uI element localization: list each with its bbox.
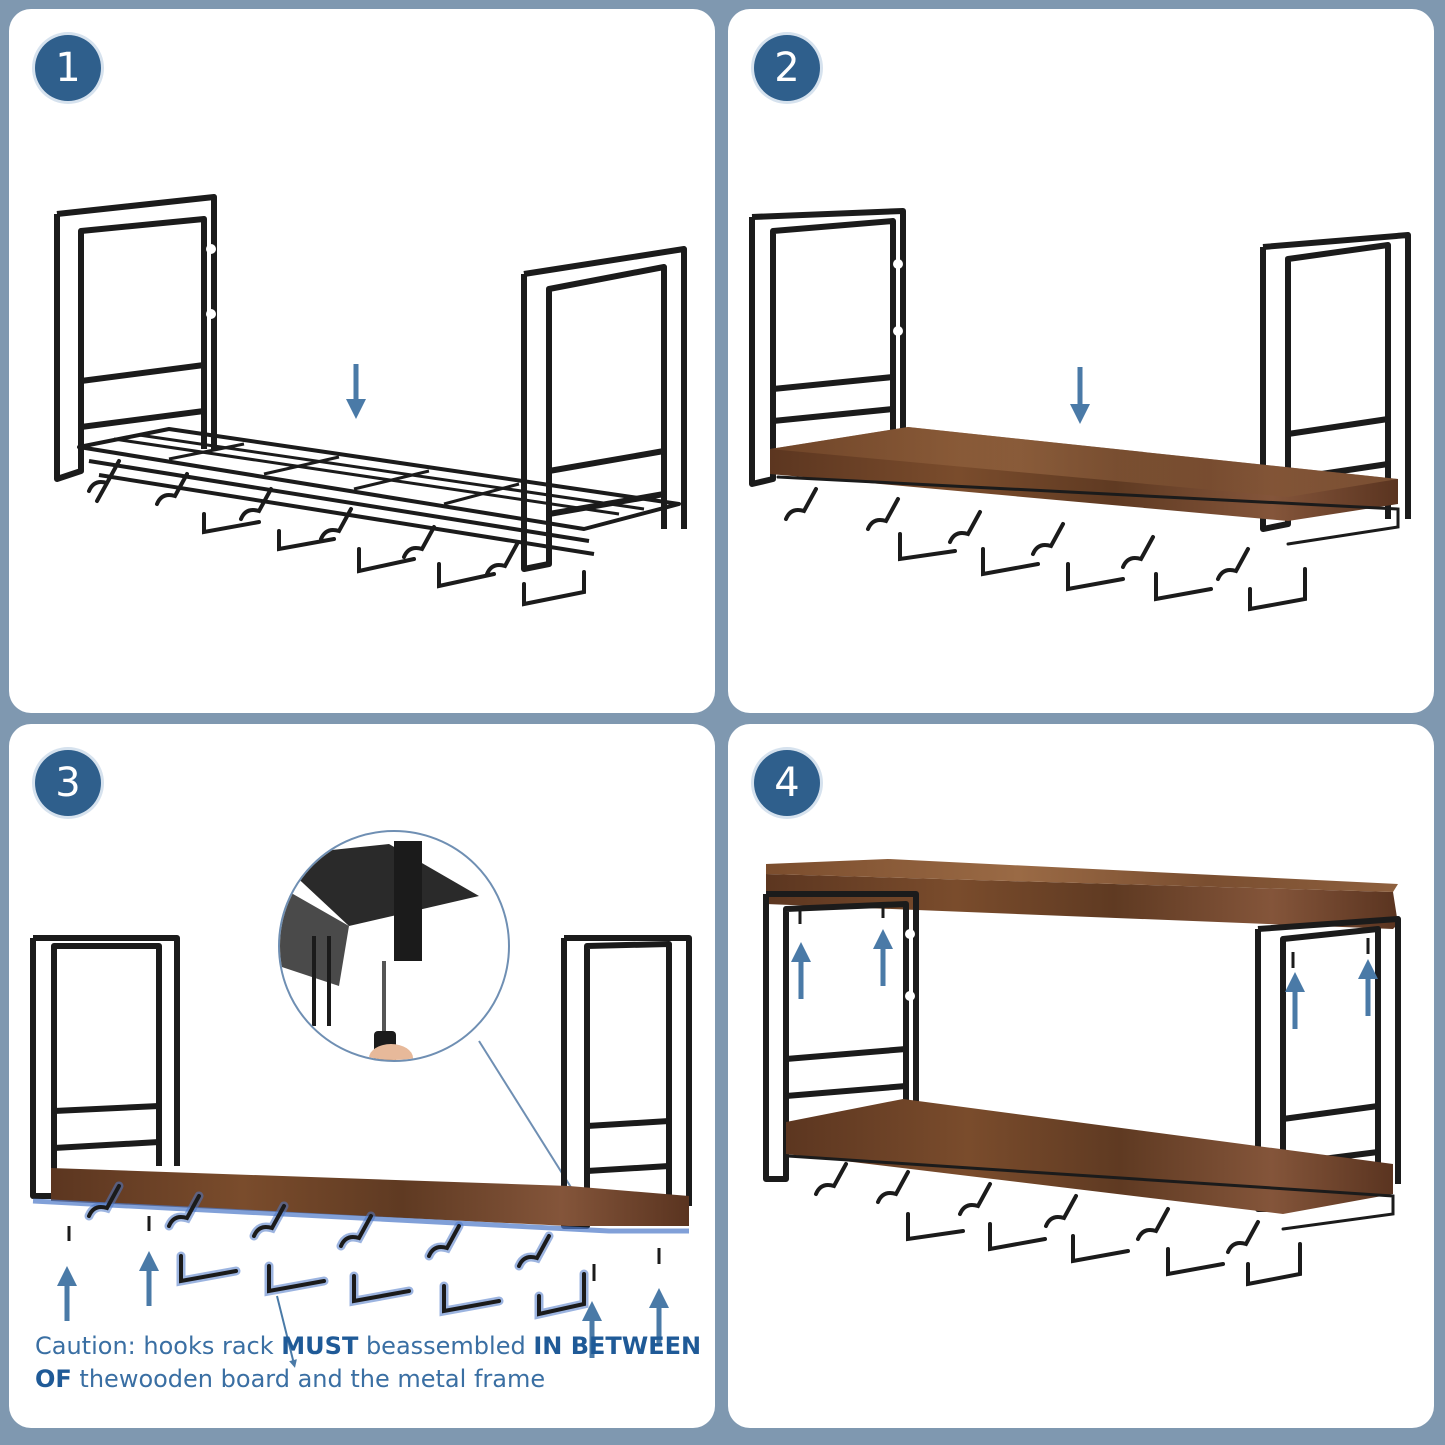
caution-bold-must: MUST — [281, 1332, 359, 1360]
caution-text-1: Caution: hooks rack — [35, 1332, 282, 1360]
caution-bold-in-between: IN BETWEEN OF — [35, 1332, 702, 1393]
step-4-panel: 4 — [728, 724, 1434, 1428]
caution-note: Caution: hooks rack MUST beassembled IN … — [35, 1330, 705, 1396]
caution-text-2: beassembled — [358, 1332, 534, 1360]
step-1-panel: 1 — [9, 9, 715, 713]
step-2-badge: 2 — [754, 35, 820, 101]
step-1-illustration — [54, 194, 687, 607]
step-3-panel: 3 — [9, 724, 715, 1428]
step-4-badge: 4 — [754, 750, 820, 816]
step-1-badge: 1 — [35, 35, 101, 101]
step-3-illustration — [30, 830, 692, 1368]
caution-text-3: thewooden board and the metal frame — [71, 1365, 546, 1393]
step-2-illustration — [749, 208, 1411, 612]
step-3-badge: 3 — [35, 750, 101, 816]
step-2-panel: 2 — [728, 9, 1434, 713]
step-4-illustration — [763, 859, 1401, 1287]
zoom-detail — [278, 830, 590, 1217]
